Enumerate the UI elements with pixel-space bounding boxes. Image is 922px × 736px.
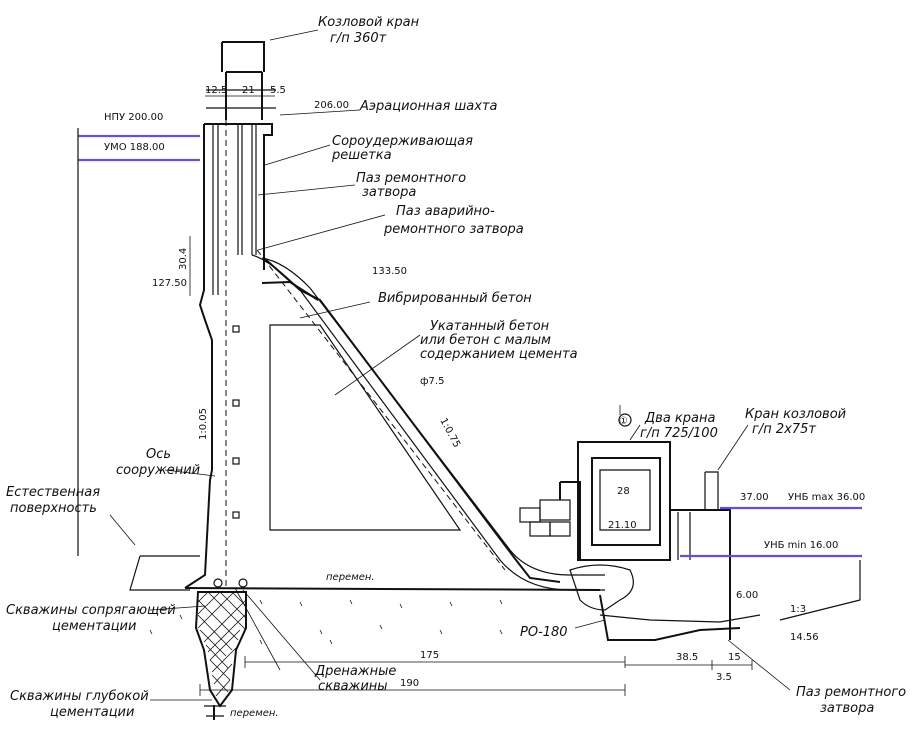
level-umo: УМО 188.00 bbox=[104, 142, 165, 153]
dim-12-5: 12.5 bbox=[205, 85, 227, 96]
annotation-texts: Козловой кран г/п 360т Аэрационная шахта… bbox=[6, 15, 906, 720]
dim-38-5: 38.5 bbox=[676, 652, 698, 663]
label-drainage-2: скважины bbox=[318, 679, 388, 694]
level-tw37: 37.00 bbox=[740, 492, 769, 503]
label-vibrated-concrete: Вибрированный бетон bbox=[378, 291, 532, 306]
level-crest: 206.00 bbox=[314, 100, 349, 111]
label-rolled-concrete-2: или бетон с малым bbox=[420, 333, 551, 348]
label-repair-gate-right-2: затвора bbox=[820, 701, 874, 716]
dim-slope-tailrace: 1:3 bbox=[790, 604, 806, 615]
label-deep-grout-2: цементации bbox=[50, 705, 134, 720]
dimension-lines bbox=[189, 95, 753, 696]
dim-21-10: 21.10 bbox=[608, 520, 637, 531]
grout-curtain bbox=[194, 591, 247, 708]
label-emergency-gate-2: ремонтного затвора bbox=[383, 222, 524, 237]
level-npu: НПУ 200.00 bbox=[104, 112, 163, 123]
level-127: 127.50 bbox=[152, 278, 187, 289]
label-gantry-crane-right: Кран козловой bbox=[745, 407, 846, 422]
label-rolled-concrete: Укатанный бетон bbox=[430, 319, 550, 334]
label-gantry-crane: Козловой кран bbox=[318, 15, 420, 30]
label-emergency-gate: Паз аварийно- bbox=[396, 204, 495, 219]
inspection-galleries bbox=[213, 325, 248, 588]
label-gantry-crane-right-cap: г/п 2х75т bbox=[752, 422, 816, 437]
label-natural-surface: Естественная bbox=[6, 485, 100, 500]
label-aeration-shaft: Аэрационная шахта bbox=[359, 99, 498, 114]
label-deep-grout: Скважины глубокой bbox=[10, 689, 149, 704]
dim-28: 28 bbox=[617, 486, 630, 497]
leaders bbox=[109, 29, 791, 701]
level-unb-min: УНБ min 16.00 bbox=[764, 540, 838, 551]
dim-slope-downstream: 1:0.75 bbox=[437, 416, 462, 449]
label-two-cranes: Два крана bbox=[644, 411, 715, 426]
dim-15: 15 bbox=[728, 652, 741, 663]
water-levels bbox=[77, 128, 862, 621]
label-contact-grout: Скважины сопрягающей bbox=[6, 603, 176, 618]
dim-slope-upstream: 1:0.05 bbox=[198, 408, 209, 440]
dimension-texts: 12.5 21 5.5 30.4 1:0.05 1:0.75 ф7.5 28 2… bbox=[178, 85, 806, 689]
label-gallery-variable: перемен. bbox=[326, 572, 375, 583]
label-repair-gate-slot: Паз ремонтного bbox=[356, 171, 466, 186]
level-marks: НПУ 200.00 УМО 188.00 206.00 133.50 127.… bbox=[104, 100, 865, 643]
dim-190: 190 bbox=[400, 678, 419, 689]
label-two-cranes-cap: г/п 725/100 bbox=[640, 426, 718, 441]
level-unb-max: УНБ max 36.00 bbox=[788, 492, 865, 503]
dim-5-5: 5.5 bbox=[270, 85, 286, 96]
dam-body bbox=[184, 41, 605, 591]
label-repair-gate-slot-2: затвора bbox=[362, 185, 416, 200]
label-repair-gate-right: Паз ремонтного bbox=[796, 685, 906, 700]
label-drainage: Дренажные bbox=[314, 664, 396, 679]
label-turbine: РО-180 bbox=[520, 625, 568, 640]
level-6: 6.00 bbox=[736, 590, 758, 601]
dim-30-4: 30.4 bbox=[178, 248, 189, 270]
dim-3-5: 3.5 bbox=[716, 672, 732, 683]
marker-1: ① bbox=[619, 416, 628, 427]
label-contact-grout-2: цементации bbox=[52, 619, 136, 634]
label-trash-rack: Сороудерживающая bbox=[332, 134, 473, 149]
dim-21: 21 bbox=[242, 85, 255, 96]
label-natural-surface-2: поверхность bbox=[10, 501, 97, 516]
label-structure-axis-2: сооружений bbox=[116, 463, 200, 478]
dim-175: 175 bbox=[420, 650, 439, 661]
powerhouse bbox=[519, 405, 761, 641]
label-trash-rack-2: решетка bbox=[331, 148, 392, 163]
level-1456: 14.56 bbox=[790, 632, 819, 643]
level-133: 133.50 bbox=[372, 266, 407, 277]
dim-penstock-diameter: ф7.5 bbox=[420, 376, 444, 387]
label-structure-axis: Ось bbox=[146, 447, 171, 462]
label-gallery-variable-2: перемен. bbox=[230, 708, 279, 719]
label-gantry-crane-cap: г/п 360т bbox=[330, 31, 387, 46]
label-rolled-concrete-3: содержанием цемента bbox=[420, 347, 578, 362]
foundation bbox=[129, 555, 601, 720]
